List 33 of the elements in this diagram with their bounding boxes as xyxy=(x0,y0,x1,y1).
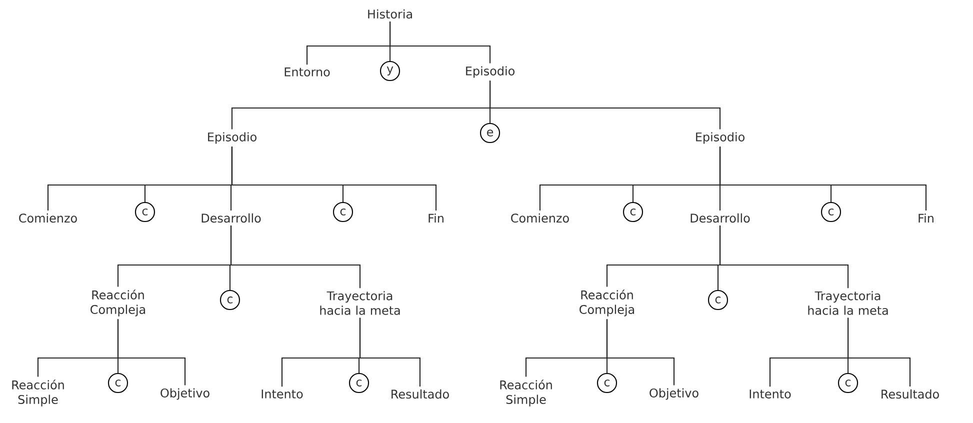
tree-label: Reacción Simple xyxy=(12,380,64,406)
tree-line xyxy=(847,318,911,386)
tree-label: Reacción Compleja xyxy=(90,290,146,316)
tree-line xyxy=(606,319,675,386)
tree-label: Historia xyxy=(368,9,412,19)
tree-line xyxy=(489,80,721,130)
tree-label: Resultado xyxy=(882,389,939,399)
tree-label: Resultado xyxy=(392,389,449,399)
tree-line xyxy=(389,22,491,64)
tree-label: Intento xyxy=(750,390,791,398)
tree-label: Trayectoria hacia la meta xyxy=(808,291,888,315)
tree-label: Reacción Compleja xyxy=(580,290,634,316)
tree-label: Objetivo xyxy=(160,388,210,400)
tree-line xyxy=(231,146,437,211)
tree-label: Fin xyxy=(428,213,444,223)
tree-line xyxy=(117,319,186,386)
tree-label: Comienzo xyxy=(511,213,569,223)
tree-label: Episodio xyxy=(696,132,744,144)
tree-label: Entorno xyxy=(284,68,330,76)
tree-line xyxy=(359,318,421,386)
tree-label: Episodio xyxy=(208,132,256,144)
tree-label: Reacción Simple xyxy=(500,380,552,406)
tree-label: Desarrollo xyxy=(202,213,261,223)
tree-label: Comienzo xyxy=(19,213,77,223)
tree-label: Objetivo xyxy=(650,388,698,400)
tree-label: Episodio xyxy=(466,66,514,78)
tree-line xyxy=(719,146,927,211)
tree-line xyxy=(719,226,849,288)
tree-label: Intento xyxy=(262,390,303,398)
tree-label: Desarrollo xyxy=(690,213,750,223)
tree-label: Trayectoria hacia la meta xyxy=(320,291,400,315)
tree-label: Fin xyxy=(918,213,934,223)
tree-line xyxy=(230,226,361,288)
